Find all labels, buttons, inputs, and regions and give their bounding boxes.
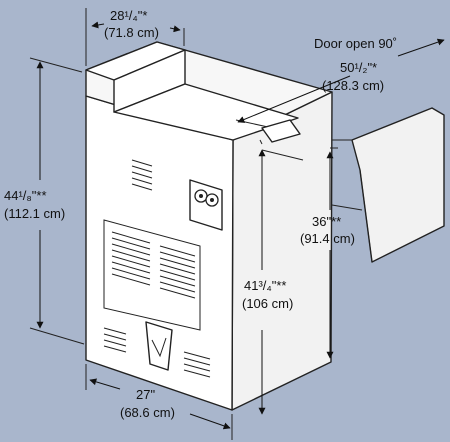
top-width-label: 28¹/₄"* (71.8 cm): [104, 8, 159, 40]
width-metric: (68.6 cm): [120, 405, 175, 420]
open-door: [351, 107, 445, 263]
top-width-metric: (71.8 cm): [104, 25, 159, 40]
height-to-lid-label: 41³/₄"** (106 cm): [242, 278, 293, 311]
vent-grille-right: [159, 245, 196, 299]
vent-grille-bottom: [103, 327, 211, 378]
overall-height-imperial: 44¹/₈"**: [4, 188, 47, 203]
height-to-lid-imperial: 41³/₄"**: [244, 278, 286, 293]
vent-grille-top: [131, 159, 153, 191]
door-edge: [359, 169, 373, 263]
width-label: 27" (68.6 cm): [120, 387, 175, 420]
lid-handle: [261, 119, 301, 143]
cabinet-height-imperial: 36"**: [312, 214, 341, 229]
depth-metric: (128.3 cm): [322, 78, 384, 93]
cabinet-height-metric: (91.4 cm): [300, 231, 355, 246]
cabinet-height-label: 36"** (91.4 cm): [300, 214, 355, 246]
depth-door-open-label: 50¹/₂"* (128.3 cm): [322, 60, 384, 93]
door-hinge-lines: [331, 139, 363, 211]
height-to-lid-metric: (106 cm): [242, 296, 293, 311]
dimension-lines: [29, 8, 445, 440]
top-width-imperial: 28¹/₄"*: [110, 8, 147, 23]
door-open-label: Door open 90˚: [314, 36, 397, 51]
appliance-illustration: [85, 41, 445, 411]
overall-height-metric: (112.1 cm): [4, 206, 65, 221]
drain-slot: [145, 321, 173, 371]
control-panel: [189, 179, 223, 231]
overall-height-label: 44¹/₈"** (112.1 cm): [4, 188, 65, 221]
front-recess: [103, 219, 201, 331]
vent-grille-left: [111, 231, 151, 286]
width-imperial: 27": [136, 387, 155, 402]
drain-detail: [151, 337, 167, 358]
depth-imperial: 50¹/₂"*: [340, 60, 377, 75]
lid: [113, 83, 299, 141]
